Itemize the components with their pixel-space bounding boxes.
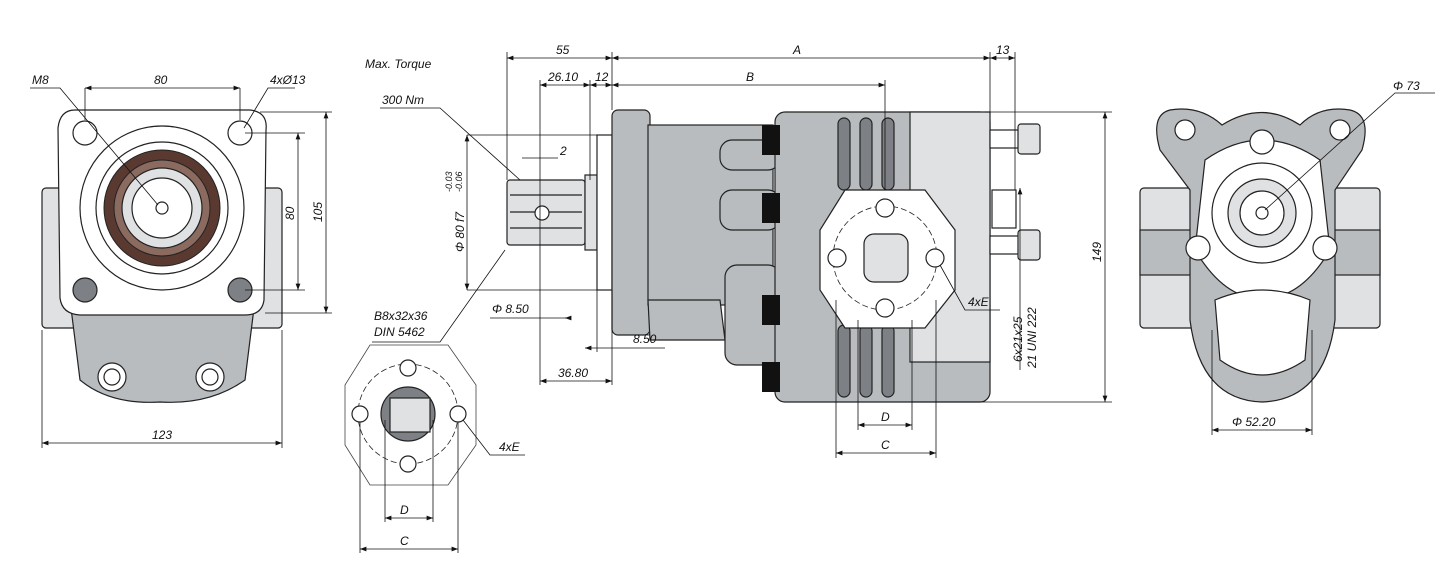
output-spline-line2: 21 UNI 222	[1025, 307, 1039, 369]
dim-dia-8-50: Φ 8.50	[492, 302, 529, 316]
rear-dia-73: Φ 73	[1393, 79, 1420, 93]
detail-holes-4xe: 4xE	[499, 440, 521, 454]
dim-a: A	[792, 43, 801, 57]
side-view	[372, 52, 1112, 458]
dim-36-80: 36.80	[558, 366, 588, 380]
detail-view	[344, 344, 525, 553]
dim-13: 13	[996, 43, 1010, 57]
dim-26-10: 26.10	[547, 70, 578, 84]
rear-view	[1139, 92, 1435, 435]
detail-dim-d: D	[400, 503, 409, 517]
dim-2: 2	[559, 144, 567, 158]
hole-spacing-h-label: 80	[154, 73, 168, 87]
dim-d: D	[881, 410, 890, 424]
dim-12: 12	[595, 70, 609, 84]
front-view	[30, 85, 332, 448]
holes-label: 4xØ13	[270, 73, 306, 87]
output-spline-line1: 6x21x25	[1011, 316, 1025, 362]
rear-dia-52-20: Φ 52.20	[1232, 415, 1276, 429]
spline-spec-line1: B8x32x36	[374, 309, 428, 323]
flange-height-label: 105	[311, 202, 325, 222]
dim-8-50: 8.50	[633, 332, 657, 346]
pilot-diameter: Φ 80 f7	[453, 211, 467, 252]
max-torque-value: 300 Nm	[382, 93, 424, 107]
m8-label: M8	[32, 73, 49, 87]
dim-149: 149	[1090, 242, 1104, 262]
spline-spec-line2: DIN 5462	[374, 325, 425, 339]
hole-spacing-v-label: 80	[283, 206, 297, 220]
detail-dim-c: C	[400, 534, 409, 548]
overall-width-label: 123	[152, 428, 172, 442]
pilot-tolerance-lower: -0.06	[454, 171, 464, 192]
max-torque-title: Max. Torque	[365, 57, 432, 71]
dim-b: B	[746, 70, 754, 84]
dim-55: 55	[556, 43, 570, 57]
pilot-tolerance-upper: -0.03	[444, 171, 454, 192]
holes-4xe: 4xE	[968, 295, 990, 309]
dim-c: C	[881, 438, 890, 452]
